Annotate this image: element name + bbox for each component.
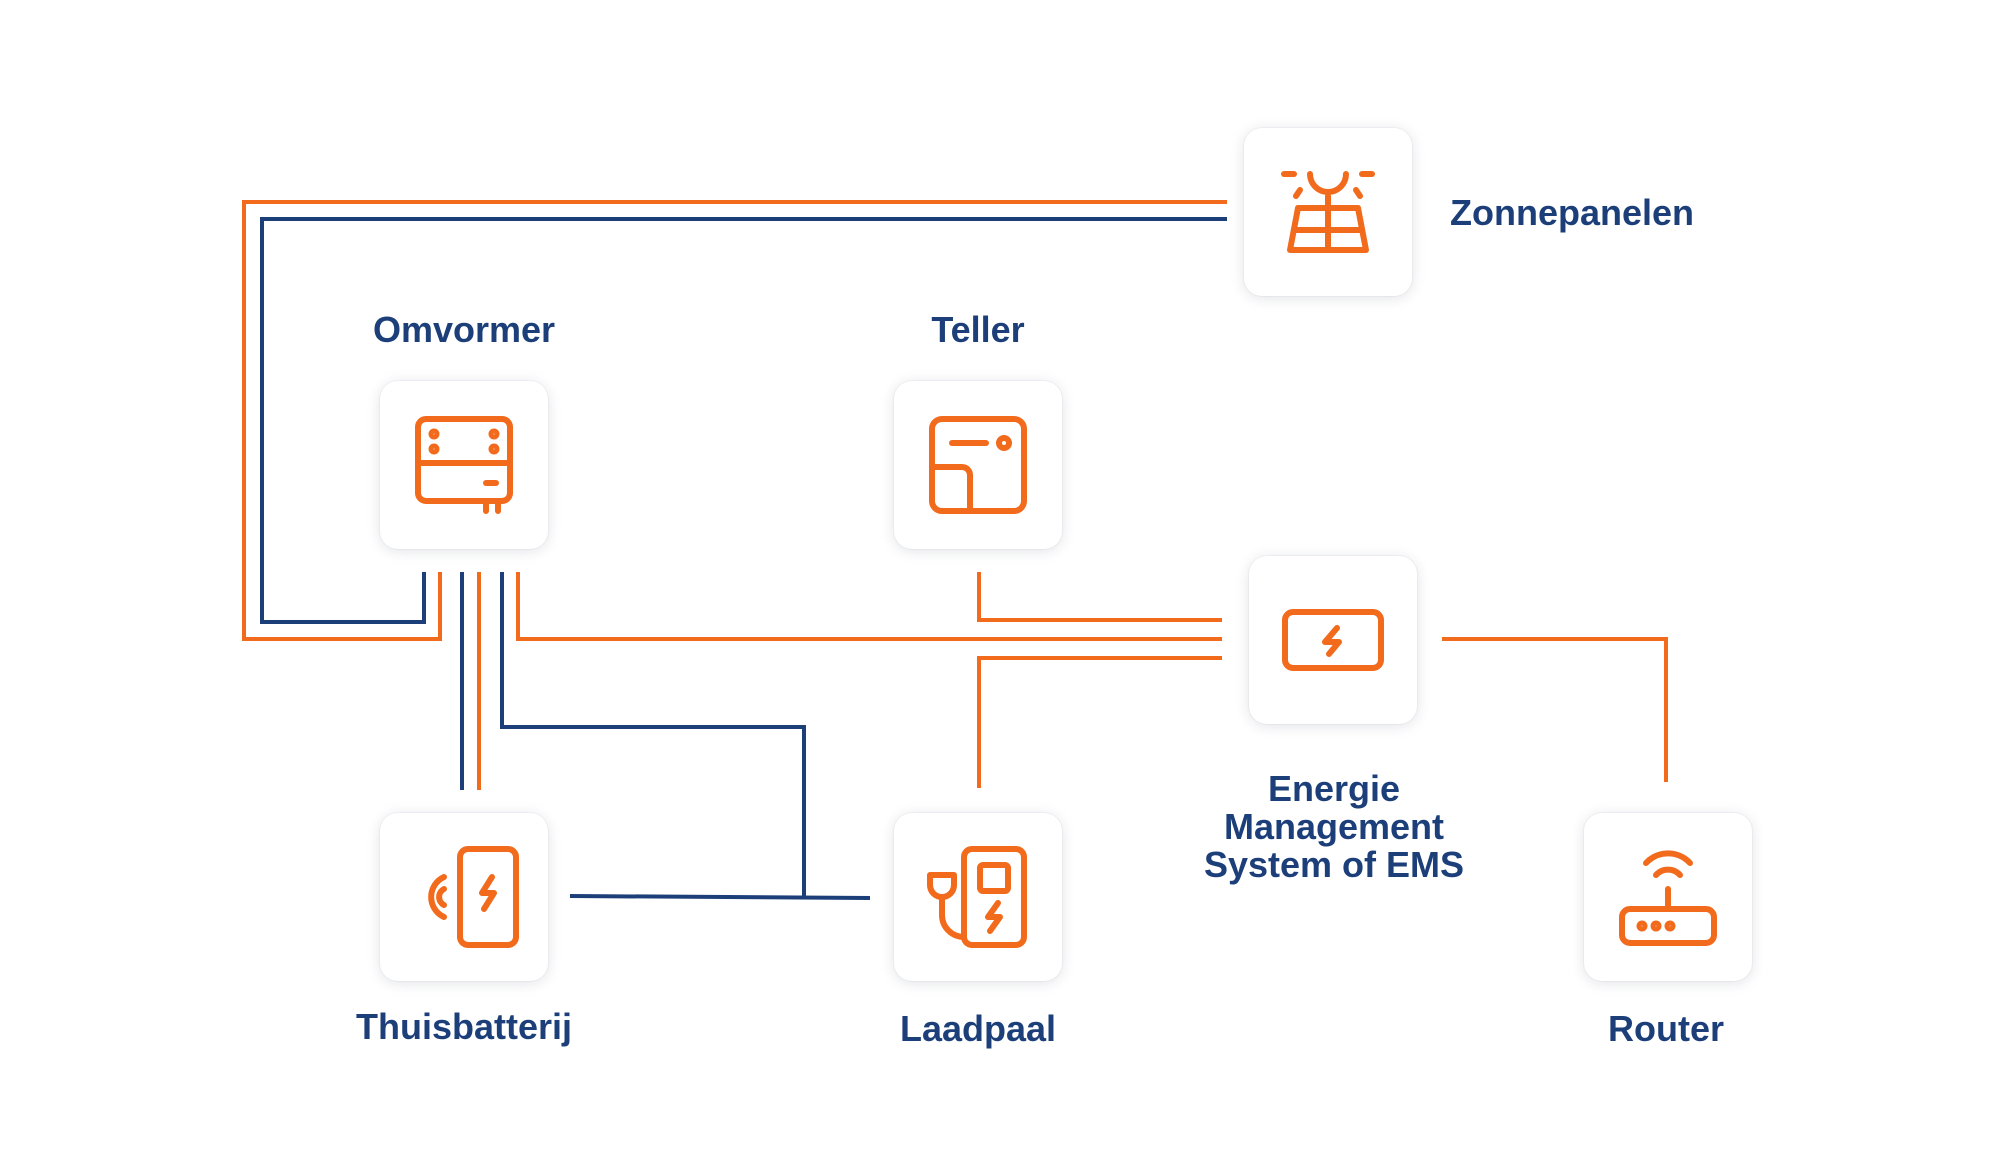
home-battery-label: Thuisbatterij — [355, 1006, 573, 1047]
wire-solar-inverter-navy — [260, 217, 1227, 624]
ev-charger-icon — [927, 846, 1027, 948]
ev-charger-node — [894, 813, 1062, 981]
ev-charger-label: Laadpaal — [899, 1008, 1057, 1049]
router-icon — [1619, 850, 1717, 946]
inverter-label: Omvormer — [372, 309, 556, 350]
inverter-node — [380, 381, 548, 549]
meter-icon — [929, 416, 1027, 514]
wire-battery-charger-navy — [569, 894, 871, 900]
ems-label: Energie Management System of EMS — [1204, 770, 1464, 884]
ems-label-line-3: System of EMS — [1203, 844, 1465, 885]
solar-panel-icon — [1281, 171, 1375, 253]
ems-label-line-2: Management — [1223, 806, 1445, 847]
wire-inverter-charger-navy — [500, 572, 806, 898]
router-label: Router — [1608, 1008, 1724, 1049]
wire-inverter-ems-orange — [516, 572, 1222, 641]
meter-node — [894, 381, 1062, 549]
wire-ems-router-orange — [1442, 637, 1668, 782]
meter-label: Teller — [931, 309, 1025, 350]
home-battery-icon — [428, 846, 519, 948]
solar-panels-label: Zonnepanelen — [1450, 192, 1695, 233]
wire-charger-ems-orange — [977, 656, 1222, 788]
inverter-icon — [415, 416, 513, 514]
ems-node — [1249, 556, 1417, 724]
battery-charge-icon — [1282, 609, 1384, 671]
home-battery-node — [380, 813, 548, 981]
router-node — [1584, 813, 1752, 981]
wire-meter-ems-orange — [977, 572, 1222, 622]
solar-panels-node — [1244, 128, 1412, 296]
ems-label-line-1: Energie — [1267, 768, 1401, 809]
wire-solar-inverter-orange — [242, 200, 1227, 641]
